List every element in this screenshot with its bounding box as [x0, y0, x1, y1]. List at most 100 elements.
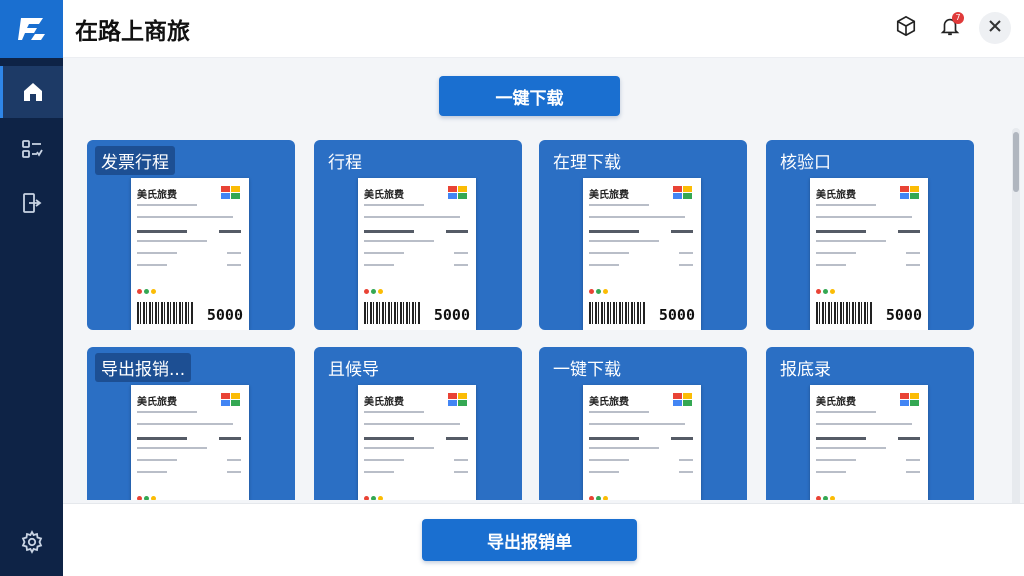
invoice-card[interactable]: 报底录美氏旅费5000	[766, 347, 974, 500]
receipt-line	[679, 471, 693, 473]
invoice-card[interactable]: 核验口美氏旅费 5000	[766, 140, 974, 330]
receipt-line	[906, 252, 920, 254]
vendor-logo-icon	[900, 186, 920, 200]
home-icon	[21, 80, 45, 104]
invoice-card[interactable]: 一键下载美氏旅费5000	[539, 347, 747, 500]
receipt-line	[589, 423, 685, 425]
receipt-line	[816, 216, 912, 218]
vendor-logo-icon	[448, 186, 468, 200]
receipt-line	[589, 459, 629, 461]
vendor-logo-icon	[673, 393, 693, 407]
card-title: 报底录	[780, 360, 831, 380]
receipt-line	[589, 437, 639, 440]
receipt-line	[816, 471, 846, 473]
receipt-line	[137, 264, 167, 266]
status-dots	[816, 486, 837, 500]
receipt-line	[816, 264, 846, 266]
receipt-line	[364, 230, 414, 233]
receipt-line	[364, 204, 424, 206]
status-dots	[589, 279, 610, 298]
invoice-card[interactable]: 且候导美氏旅费5000	[314, 347, 522, 500]
receipt-line	[364, 423, 460, 425]
card-title: 一键下载	[553, 360, 621, 380]
gear-icon	[20, 530, 44, 554]
scroll-thumb[interactable]	[1013, 132, 1019, 192]
receipt-amount: 5000	[658, 306, 695, 324]
receipt-line	[446, 437, 468, 440]
receipt-header: 美氏旅费	[137, 190, 177, 201]
receipt-line	[137, 252, 177, 254]
receipt-preview: 美氏旅费 5000	[810, 178, 928, 330]
barcode	[589, 302, 645, 324]
receipt-line	[679, 264, 693, 266]
status-dots	[589, 486, 610, 500]
receipt-amount: 5000	[885, 306, 922, 324]
receipt-line	[227, 459, 241, 461]
receipt-line	[589, 204, 649, 206]
card-title: 且候导	[328, 360, 379, 380]
card-title: 核验口	[780, 153, 831, 173]
receipt-line	[454, 264, 468, 266]
barcode	[816, 302, 872, 324]
export-reimbursement-button[interactable]: 导出报销单	[422, 519, 637, 561]
download-all-button[interactable]: 一键下载	[439, 76, 620, 116]
receipt-line	[589, 252, 629, 254]
close-button[interactable]	[979, 12, 1011, 44]
receipt-line	[816, 447, 886, 449]
receipt-line	[137, 437, 187, 440]
card-title: 行程	[328, 153, 362, 173]
vendor-logo-icon	[221, 186, 241, 200]
receipt-line	[816, 204, 876, 206]
scrollbar[interactable]	[1012, 128, 1020, 518]
receipt-line	[906, 459, 920, 461]
cube-icon	[895, 15, 917, 41]
receipt-line	[137, 447, 207, 449]
receipt-line	[671, 230, 693, 233]
receipt-line	[219, 437, 241, 440]
receipt-line	[816, 437, 866, 440]
vendor-logo-icon	[900, 393, 920, 407]
receipt-line	[137, 423, 233, 425]
receipt-line	[816, 459, 856, 461]
receipt-header: 美氏旅费	[816, 397, 856, 408]
close-icon	[987, 18, 1003, 38]
sidebar-item-transfer[interactable]	[0, 177, 63, 229]
receipt-line	[227, 264, 241, 266]
receipt-line	[589, 216, 685, 218]
receipt-line	[671, 437, 693, 440]
sidebar-item-home[interactable]	[0, 66, 63, 118]
receipt-line	[454, 459, 468, 461]
header: 在路上商旅 7	[63, 0, 1024, 58]
receipt-line	[137, 459, 177, 461]
app-logo-icon[interactable]	[0, 0, 63, 58]
transfer-icon	[20, 191, 44, 215]
app-title: 在路上商旅	[75, 19, 190, 45]
card-title: 导出报销...	[95, 353, 192, 382]
receipt-header: 美氏旅费	[364, 190, 404, 201]
receipt-line	[364, 216, 460, 218]
receipt-line	[227, 471, 241, 473]
vendor-logo-icon	[673, 186, 693, 200]
sidebar-item-settings[interactable]	[0, 516, 63, 568]
notifications-button[interactable]: 7	[934, 12, 966, 44]
status-dots	[364, 279, 385, 298]
status-dots	[364, 486, 385, 500]
sidebar	[0, 0, 63, 576]
receipt-header: 美氏旅费	[816, 190, 856, 201]
receipt-line	[364, 264, 394, 266]
vendor-logo-icon	[221, 393, 241, 407]
receipt-line	[589, 447, 659, 449]
receipt-line	[137, 471, 167, 473]
receipt-line	[898, 230, 920, 233]
receipt-line	[679, 252, 693, 254]
package-button[interactable]	[890, 12, 922, 44]
receipt-line	[589, 240, 659, 242]
sidebar-item-tasks[interactable]	[0, 123, 63, 175]
